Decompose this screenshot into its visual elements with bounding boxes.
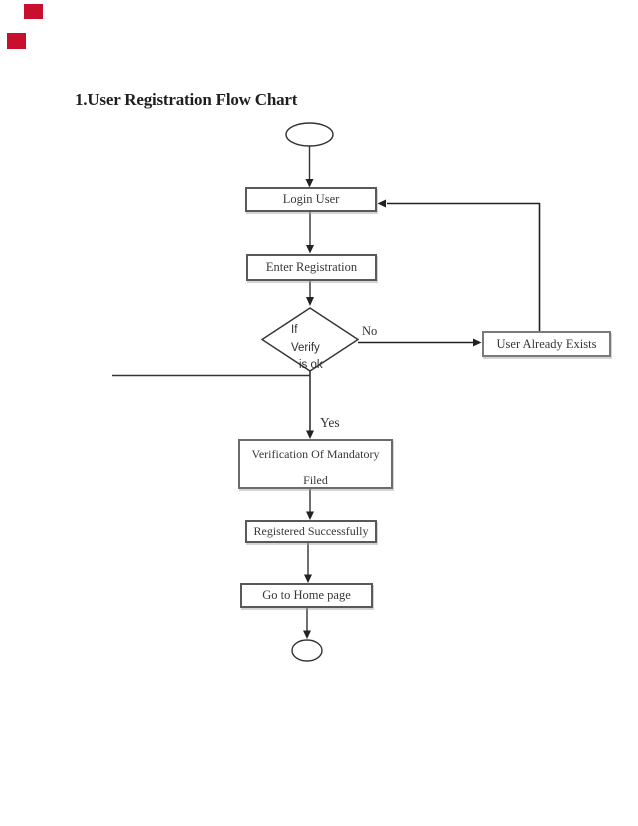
arrowhead-registered-top-icon xyxy=(306,511,314,520)
node-user-already-exists: User Already Exists xyxy=(482,331,611,357)
red-marker-top xyxy=(24,4,43,19)
arrowhead-home-top-icon xyxy=(304,574,312,583)
end-ellipse xyxy=(291,639,323,662)
arrowhead-decision-top-icon xyxy=(306,297,314,306)
red-marker-bottom xyxy=(7,33,26,49)
start-ellipse xyxy=(285,122,334,147)
arrowhead-exists-left-icon xyxy=(473,338,482,347)
node-registered-successfully: Registered Successfully xyxy=(245,520,377,543)
node-go-to-home-page: Go to Home page xyxy=(240,583,373,608)
decision-line-3: is ok xyxy=(299,359,323,371)
arrowhead-login-top-icon xyxy=(305,179,314,188)
arrowhead-verification-top-icon xyxy=(306,430,314,439)
edge-label-yes: Yes xyxy=(320,415,340,430)
decision-line-1: If xyxy=(291,324,298,336)
edge-feedback-loop xyxy=(387,202,541,331)
edge-label-no: No xyxy=(362,324,378,338)
arrowhead-enter-top-icon xyxy=(306,245,314,254)
node-verification-line2: Filed xyxy=(303,473,328,487)
node-go-to-home-page-label: Go to Home page xyxy=(262,588,351,602)
node-login-user-label: Login User xyxy=(282,192,340,206)
node-registered-successfully-label: Registered Successfully xyxy=(253,524,369,538)
node-enter-registration-label: Enter Registration xyxy=(265,260,358,274)
arrowhead-login-right-icon xyxy=(377,199,386,208)
decision-node-text: If Verify is ok xyxy=(291,322,355,375)
arrowhead-end-top-icon xyxy=(303,630,311,639)
node-verification-line1: Verification Of Mandatory xyxy=(251,447,380,461)
node-verification-of-mandatory: Verification Of Mandatory Filed xyxy=(238,439,393,489)
node-user-already-exists-label: User Already Exists xyxy=(496,336,597,351)
node-login-user: Login User xyxy=(245,187,377,212)
decision-line-2: Verify xyxy=(291,341,320,354)
node-enter-registration: Enter Registration xyxy=(246,254,377,281)
page-title: 1.User Registration Flow Chart xyxy=(75,90,298,109)
